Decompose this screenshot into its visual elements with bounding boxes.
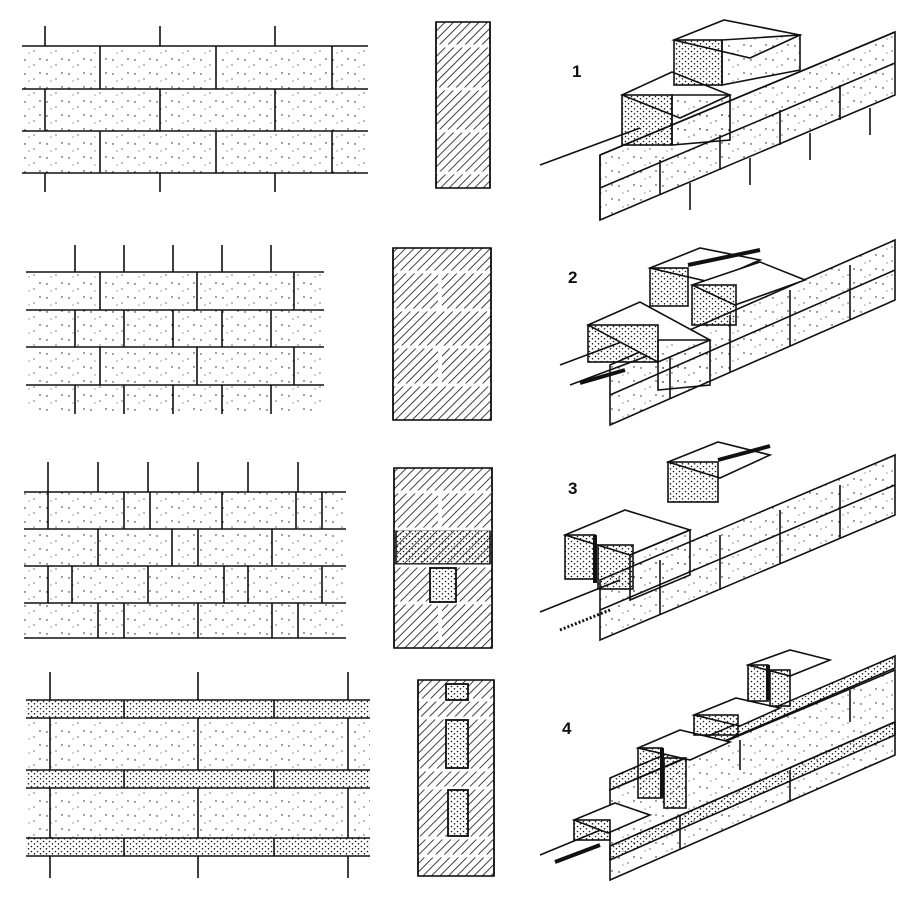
- row-3: 3: [24, 441, 896, 649]
- isometric-2: [559, 238, 896, 427]
- section-1: [435, 21, 491, 189]
- isometric-1: [539, 19, 896, 222]
- row-number-1: 1: [572, 62, 581, 81]
- elevation-1: [22, 26, 368, 192]
- section-3: [393, 467, 493, 649]
- row-number-3: 3: [568, 479, 577, 498]
- row-4: 4: [26, 649, 896, 882]
- section-2: [392, 247, 492, 421]
- row-number-2: 2: [568, 268, 577, 287]
- elevation-2: [26, 245, 324, 414]
- row-number-4: 4: [562, 719, 572, 738]
- row-2: 2: [26, 238, 896, 427]
- elevation-3: [24, 462, 346, 639]
- row-1: 1: [22, 19, 896, 222]
- elevation-4: [26, 672, 370, 878]
- isometric-3: [539, 441, 896, 642]
- section-4: [417, 679, 495, 877]
- isometric-4: [539, 649, 896, 882]
